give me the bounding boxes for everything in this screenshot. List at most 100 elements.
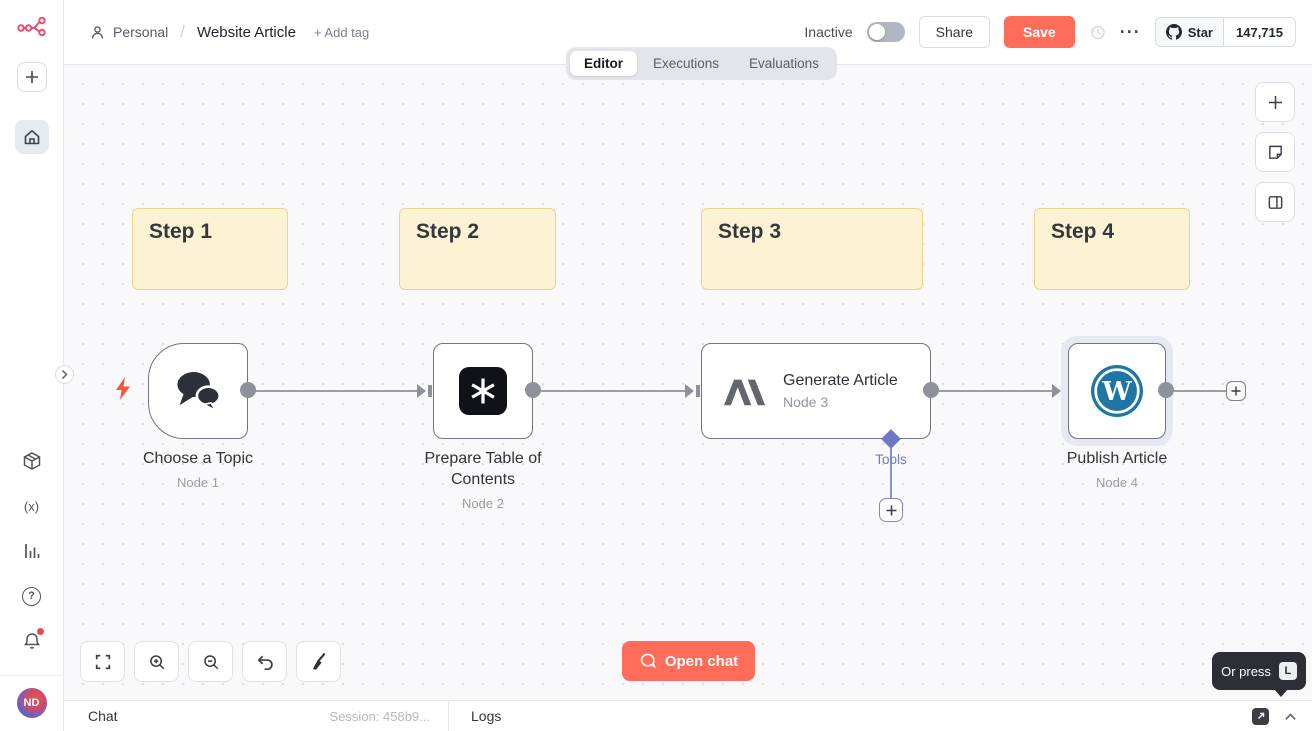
package-icon bbox=[23, 452, 40, 470]
sidebar-item-home[interactable] bbox=[14, 120, 49, 154]
more-options-button[interactable]: ··· bbox=[1119, 22, 1141, 42]
chat-panel-header[interactable]: Chat Session: 458b9... bbox=[64, 701, 448, 731]
panel-divider bbox=[448, 701, 449, 731]
add-node-button[interactable] bbox=[1255, 82, 1295, 122]
connection-input-arrow bbox=[1052, 384, 1061, 398]
github-star-label: Star bbox=[1187, 24, 1213, 40]
notification-badge bbox=[36, 628, 44, 635]
connection-input-bar bbox=[696, 385, 700, 397]
node-generate-article[interactable]: Generate Article Node 3 bbox=[701, 343, 931, 439]
sticky-note-step-4[interactable]: Step 4 bbox=[1034, 208, 1190, 290]
fit-view-button[interactable] bbox=[80, 641, 125, 682]
workflow-title[interactable]: Website Article bbox=[197, 23, 296, 41]
tab-executions[interactable]: Executions bbox=[653, 56, 720, 71]
tab-editor[interactable]: Editor bbox=[570, 51, 637, 76]
tools-connection-line bbox=[890, 446, 892, 498]
avatar-initials: ND bbox=[23, 697, 40, 709]
sidebar-item-notifications[interactable] bbox=[15, 624, 49, 658]
sticky-note-step-3[interactable]: Step 3 bbox=[701, 208, 923, 290]
connection-line bbox=[248, 390, 421, 392]
node-output-handle[interactable] bbox=[525, 382, 541, 398]
share-button[interactable]: Share bbox=[918, 16, 991, 48]
canvas-zoom-controls bbox=[80, 641, 341, 682]
node-label: Prepare Table of Contents Node 2 bbox=[424, 450, 542, 511]
plus-icon bbox=[886, 505, 896, 515]
wordpress-icon: W bbox=[1091, 365, 1143, 417]
sidebar-item-help[interactable]: ? bbox=[15, 579, 49, 613]
zoom-out-icon bbox=[203, 654, 218, 669]
bell-icon bbox=[23, 633, 40, 649]
sidebar-item-variables[interactable]: (x) bbox=[15, 489, 49, 523]
sidebar-item-templates[interactable] bbox=[15, 444, 49, 478]
node-output-handle[interactable] bbox=[1158, 382, 1174, 398]
logs-panel-label[interactable]: Logs bbox=[471, 708, 502, 724]
add-tool-button[interactable] bbox=[879, 498, 903, 522]
broom-icon bbox=[312, 653, 326, 670]
chat-bubble-icon bbox=[640, 653, 656, 669]
node-inline-label: Generate Article Node 3 bbox=[783, 372, 898, 410]
external-link-icon bbox=[1257, 712, 1264, 719]
new-workflow-button[interactable] bbox=[16, 62, 47, 92]
workflow-canvas[interactable]: Step 1 Step 2 Step 3 Step 4 Choose a Top… bbox=[64, 64, 1312, 700]
node-output-handle[interactable] bbox=[923, 382, 939, 398]
tooltip-arrow bbox=[1274, 689, 1288, 697]
toggle-panel-button[interactable] bbox=[1255, 182, 1295, 222]
open-chat-label: Open chat bbox=[664, 652, 739, 670]
zoom-out-button[interactable] bbox=[188, 641, 233, 682]
bar-chart-icon bbox=[24, 544, 39, 558]
anthropic-icon bbox=[724, 379, 766, 405]
variables-icon: (x) bbox=[23, 498, 40, 514]
header-actions: Inactive Share Save ··· Star 147,715 bbox=[804, 16, 1296, 48]
tidy-up-button[interactable] bbox=[296, 641, 341, 682]
history-icon[interactable] bbox=[1089, 24, 1106, 41]
sticky-note-step-1[interactable]: Step 1 bbox=[132, 208, 288, 290]
node-label: Publish Article Node 4 bbox=[1066, 450, 1168, 490]
trigger-bolt-icon bbox=[116, 377, 130, 400]
github-icon bbox=[1165, 24, 1182, 40]
toggle-knob bbox=[868, 24, 885, 40]
bottom-panel-bar: Chat Session: 458b9... Logs bbox=[64, 700, 1312, 731]
tooltip-text: Or press bbox=[1221, 663, 1271, 679]
connection-line bbox=[931, 390, 1056, 392]
activation-toggle[interactable] bbox=[866, 22, 905, 42]
canvas-side-controls bbox=[1255, 82, 1295, 222]
view-tabs: Editor Executions Evaluations bbox=[566, 47, 837, 80]
shortcut-tooltip: Or press L bbox=[1212, 652, 1306, 690]
user-avatar[interactable]: ND bbox=[16, 688, 47, 718]
github-star-widget[interactable]: Star 147,715 bbox=[1154, 17, 1296, 47]
node-output-handle[interactable] bbox=[240, 382, 256, 398]
add-sticky-note-button[interactable] bbox=[1255, 132, 1295, 172]
person-icon bbox=[91, 25, 104, 39]
chat-panel-label[interactable]: Chat bbox=[88, 708, 118, 724]
add-next-node-button[interactable] bbox=[1226, 381, 1246, 401]
github-star-count: 147,715 bbox=[1224, 18, 1295, 46]
sticky-note-icon bbox=[1268, 145, 1282, 159]
zoom-in-icon bbox=[149, 654, 164, 669]
zoom-in-button[interactable] bbox=[134, 641, 179, 682]
svg-text:W: W bbox=[1101, 377, 1132, 407]
sidebar-item-insights[interactable] bbox=[15, 534, 49, 568]
open-chat-button[interactable]: Open chat bbox=[622, 641, 755, 681]
node-label: Choose a Topic Node 1 bbox=[143, 450, 253, 490]
chevron-up-icon[interactable] bbox=[1283, 710, 1298, 723]
connection-line bbox=[1166, 390, 1226, 392]
node-prepare-table-of-contents[interactable] bbox=[433, 343, 533, 439]
popout-panel-button[interactable] bbox=[1252, 707, 1269, 725]
tools-port-label: Tools bbox=[875, 452, 907, 467]
sidebar-expand-button[interactable] bbox=[55, 365, 74, 384]
panel-actions bbox=[1252, 707, 1298, 725]
tab-evaluations[interactable]: Evaluations bbox=[749, 56, 819, 71]
add-tag-button[interactable]: + Add tag bbox=[313, 24, 370, 40]
split-panel-icon bbox=[1268, 195, 1282, 209]
save-button[interactable]: Save bbox=[1004, 16, 1075, 48]
undo-button[interactable] bbox=[242, 641, 287, 682]
n8n-logo-icon bbox=[16, 15, 47, 42]
chat-session-id: Session: 458b9... bbox=[329, 708, 430, 724]
node-publish-article[interactable]: W bbox=[1068, 343, 1166, 439]
left-sidebar: (x) ? ND bbox=[0, 0, 64, 731]
plus-icon bbox=[1268, 95, 1282, 109]
breadcrumb-project[interactable]: Personal bbox=[113, 24, 169, 40]
node-choose-a-topic[interactable] bbox=[148, 343, 248, 439]
keyboard-key: L bbox=[1278, 662, 1297, 680]
sticky-note-step-2[interactable]: Step 2 bbox=[399, 208, 556, 290]
